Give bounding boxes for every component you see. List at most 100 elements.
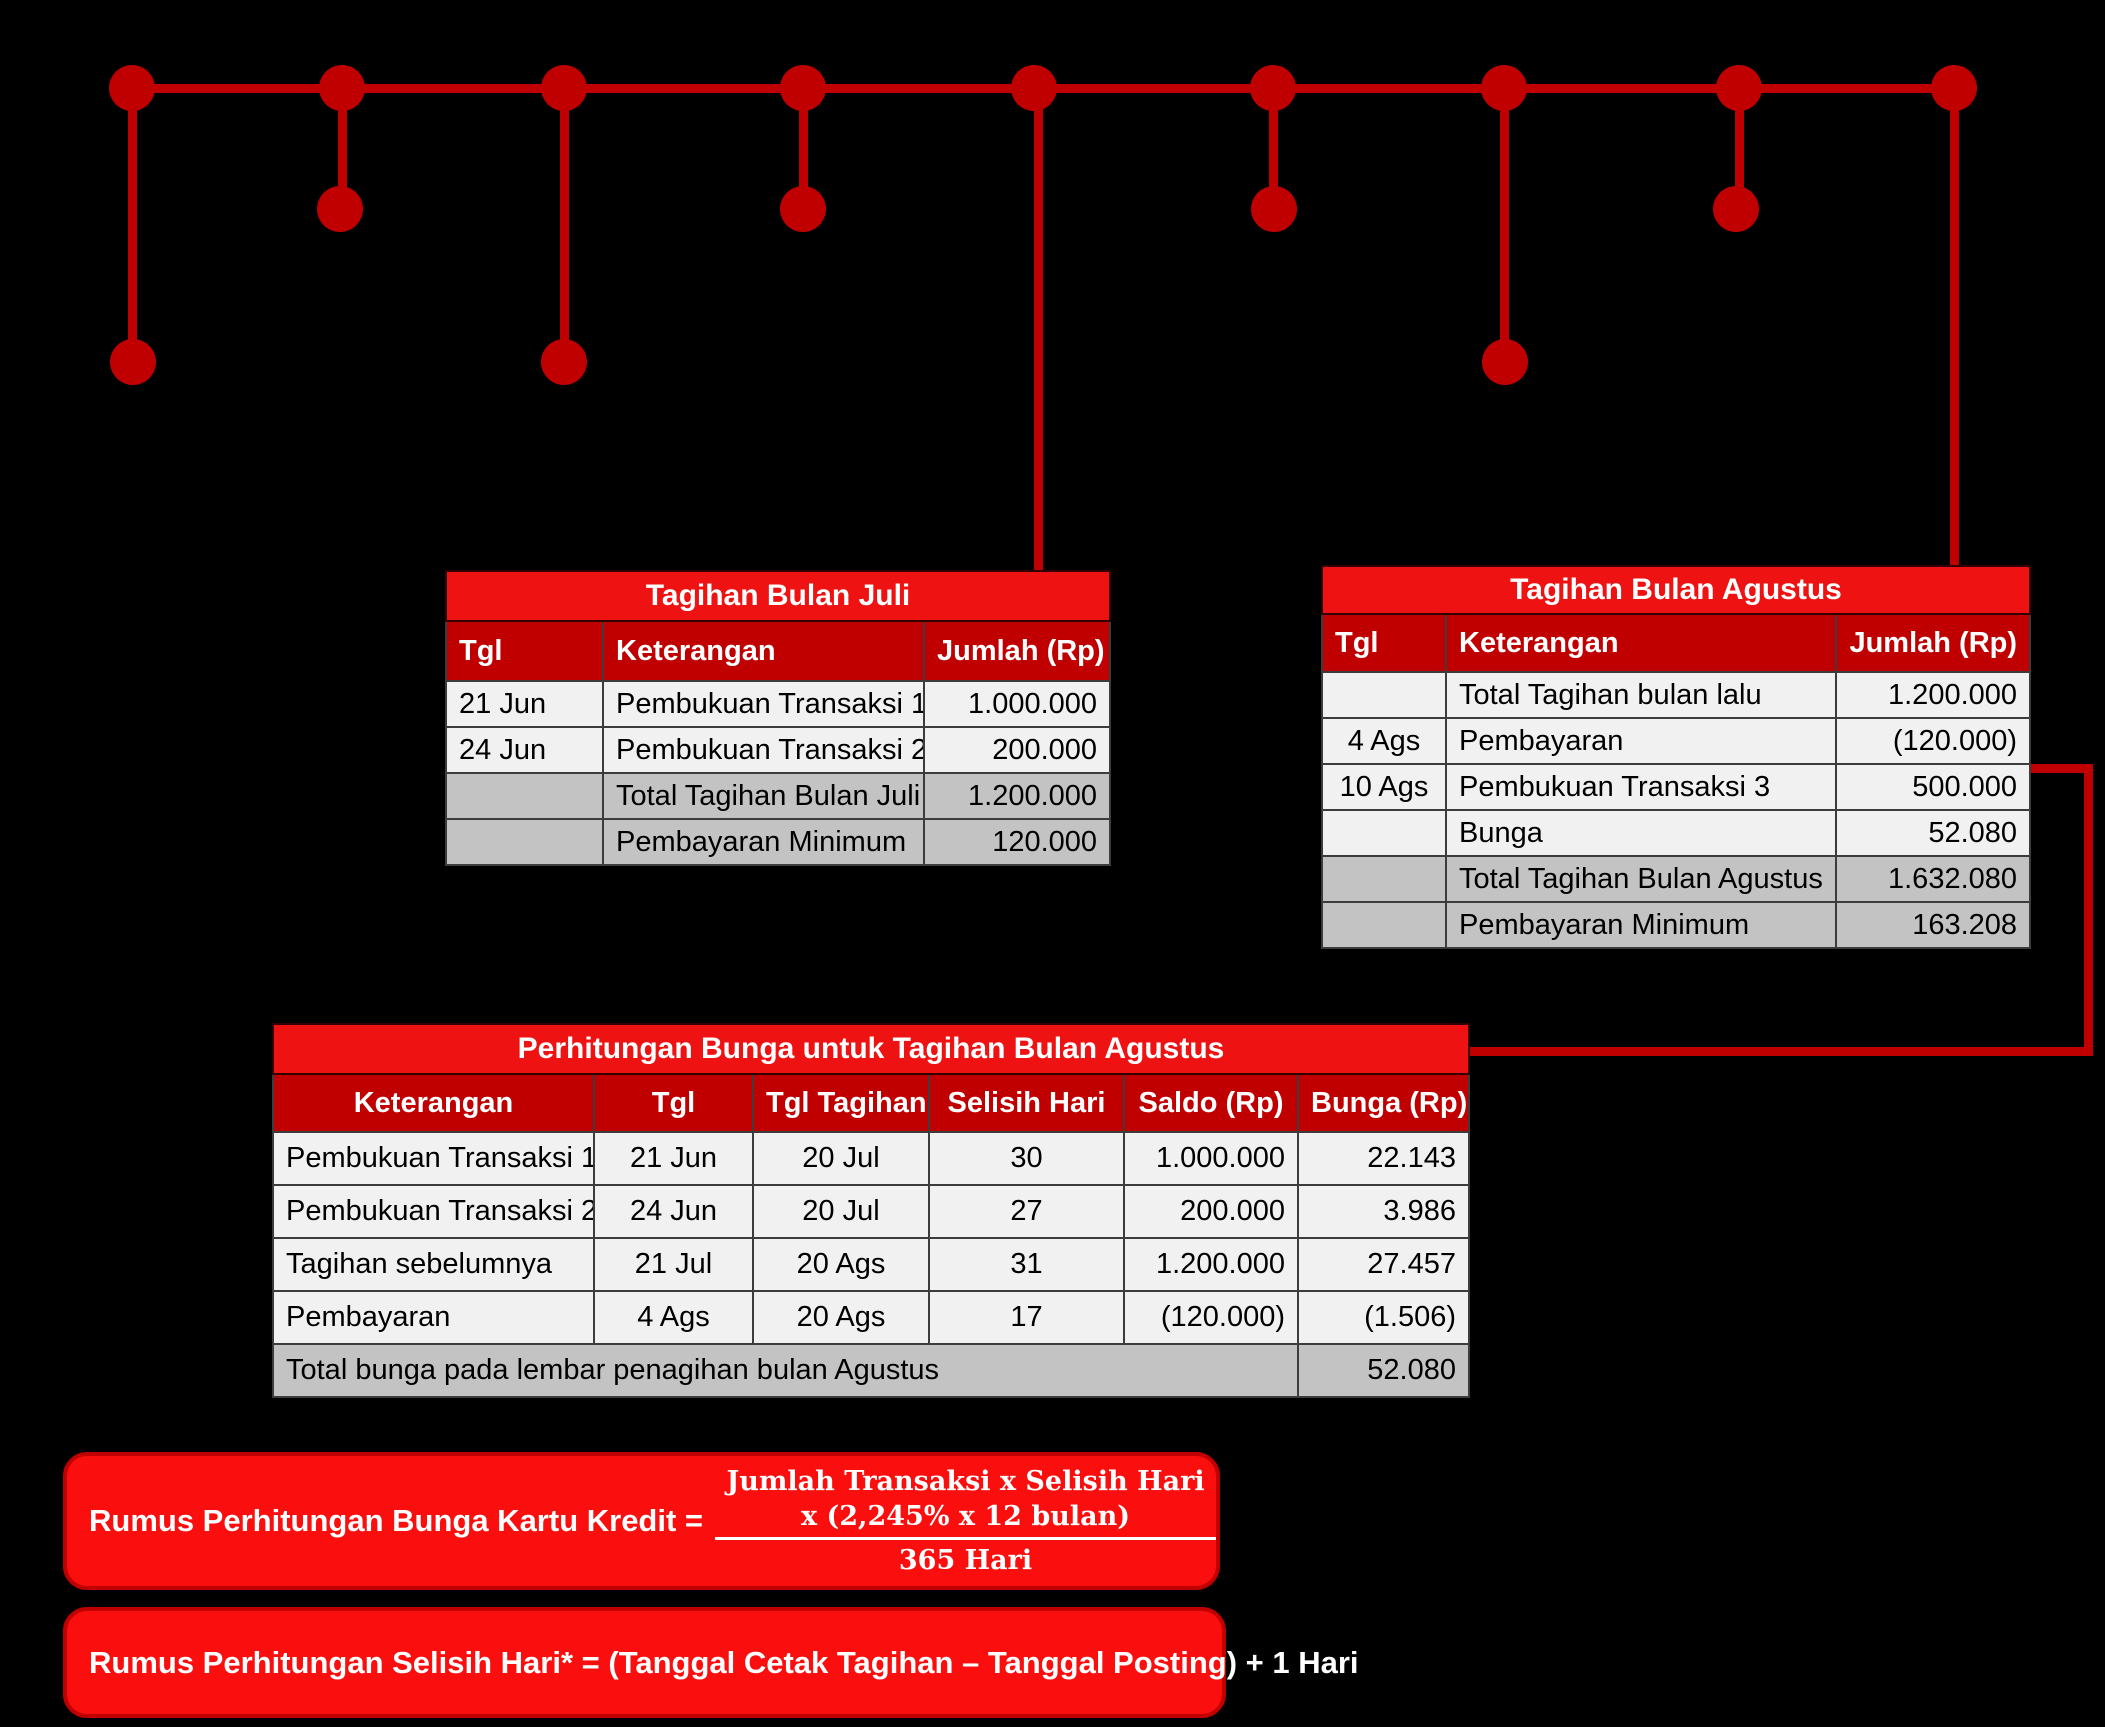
formula-box-bunga: Rumus Perhitungan Bunga Kartu Kredit = J… — [63, 1452, 1220, 1590]
connector-elbow-segment — [2084, 764, 2093, 1056]
timeline-node-dot — [541, 65, 587, 111]
table-row: Pembukuan Transaksi 2 24 Jun 20 Jul 27 2… — [272, 1184, 1470, 1239]
cell-tgl-tagihan: 20 Jul — [752, 1131, 930, 1186]
cell-bunga: 3.986 — [1297, 1184, 1470, 1239]
cell-tgl — [1321, 671, 1447, 719]
table-header-row: Tgl Keterangan Jumlah (Rp) — [445, 620, 1112, 682]
formula-box-selisih: Rumus Perhitungan Selisih Hari* = (Tangg… — [63, 1607, 1359, 1718]
timeline-stem — [338, 88, 347, 209]
table-header-row: Tgl Keterangan Jumlah (Rp) — [1321, 613, 2032, 673]
fraction-denominator: 365 Hari — [715, 1537, 1216, 1578]
cell-saldo: (120.000) — [1123, 1290, 1299, 1345]
cell-keterangan: Tagihan sebelumnya — [272, 1237, 595, 1292]
cell-jumlah: 1.200.000 — [922, 772, 1112, 820]
column-header: Tgl — [1321, 613, 1447, 673]
timeline-node-dot — [780, 65, 826, 111]
total-value: 52.080 — [1297, 1343, 1470, 1398]
cell-tgl: 4 Ags — [593, 1290, 754, 1345]
timeline-node-dot — [1481, 65, 1527, 111]
cell-tgl — [1321, 855, 1447, 903]
cell-jumlah: 1.200.000 — [1834, 671, 2032, 719]
cell-keterangan: Total Tagihan bulan lalu — [1445, 671, 1837, 719]
timeline-node-dot — [1931, 65, 1977, 111]
fraction-numerator: Jumlah Transaksi x Selisih Hari x (2,245… — [726, 1465, 1205, 1532]
cell-keterangan: Pembayaran Minimum — [1445, 901, 1837, 949]
table-row: Pembayaran 4 Ags 20 Ags 17 (120.000) (1.… — [272, 1290, 1470, 1345]
table-row: Bunga 52.080 — [1321, 809, 2032, 857]
formula-fraction: Jumlah Transaksi x Selisih Hari x (2,245… — [715, 1464, 1216, 1578]
cell-bunga: 27.457 — [1297, 1237, 1470, 1292]
cell-jumlah: 200.000 — [922, 726, 1112, 774]
formula-text: Rumus Perhitungan Selisih Hari* = (Tangg… — [89, 1644, 1359, 1680]
cell-saldo: 1.200.000 — [1123, 1237, 1299, 1292]
table-row: 4 Ags Pembayaran (120.000) — [1321, 717, 2032, 765]
table-row: Total Tagihan Bulan Juli 1.200.000 — [445, 772, 1112, 820]
cell-tgl: 24 Jun — [593, 1184, 754, 1239]
timeline-sub-dot — [780, 186, 826, 232]
cell-tgl: 10 Ags — [1321, 763, 1447, 811]
column-header: Keterangan — [602, 620, 925, 682]
cell-tgl — [1321, 809, 1447, 857]
cell-keterangan: Pembukuan Transaksi 3 — [1445, 763, 1837, 811]
column-header: Jumlah (Rp) — [1834, 613, 2032, 673]
column-header: Bunga (Rp) — [1297, 1073, 1470, 1133]
cell-jumlah: 500.000 — [1834, 763, 2032, 811]
cell-selisih-hari: 27 — [928, 1184, 1125, 1239]
cell-keterangan: Pembayaran — [272, 1290, 595, 1345]
cell-jumlah: (120.000) — [1834, 717, 2032, 765]
table-row: Total Tagihan Bulan Agustus 1.632.080 — [1321, 855, 2032, 903]
table-title: Tagihan Bulan Juli — [444, 570, 1112, 622]
table-row: Pembayaran Minimum 120.000 — [445, 818, 1112, 866]
cell-keterangan: Pembukuan Transaksi 2 — [602, 726, 925, 774]
cell-tgl: 21 Jun — [445, 680, 604, 728]
cell-selisih-hari: 17 — [928, 1290, 1125, 1345]
table-row: 21 Jun Pembukuan Transaksi 1 1.000.000 — [445, 680, 1112, 728]
cell-keterangan: Pembayaran — [1445, 717, 1837, 765]
cell-jumlah: 52.080 — [1834, 809, 2032, 857]
cell-keterangan: Total Tagihan Bulan Juli — [602, 772, 925, 820]
cell-keterangan: Pembukuan Transaksi 2 — [272, 1184, 595, 1239]
column-header: Tgl — [593, 1073, 754, 1133]
juli-table: Tagihan Bulan Juli Tgl Keterangan Jumlah… — [444, 570, 1112, 866]
cell-saldo: 1.000.000 — [1123, 1131, 1299, 1186]
cell-keterangan: Pembayaran Minimum — [602, 818, 925, 866]
table-title: Perhitungan Bunga untuk Tagihan Bulan Ag… — [272, 1023, 1470, 1075]
timeline-stem-to-juli-table — [1034, 88, 1043, 570]
cell-keterangan: Total Tagihan Bulan Agustus — [1445, 855, 1837, 903]
timeline-sub-dot — [1713, 186, 1759, 232]
cell-tgl: 21 Jun — [593, 1131, 754, 1186]
total-label: Total bunga pada lembar penagihan bulan … — [272, 1343, 1299, 1398]
timeline-stem — [1269, 88, 1278, 209]
table-row: 10 Ags Pembukuan Transaksi 3 500.000 — [1321, 763, 2032, 811]
agustus-table: Tagihan Bulan Agustus Tgl Keterangan Jum… — [1320, 565, 2032, 949]
cell-tgl: 4 Ags — [1321, 717, 1447, 765]
connector-elbow-segment — [2027, 764, 2093, 773]
cell-tgl — [1321, 901, 1447, 949]
cell-selisih-hari: 30 — [928, 1131, 1125, 1186]
timeline-sub-dot — [317, 186, 363, 232]
perhitungan-table: Perhitungan Bunga untuk Tagihan Bulan Ag… — [272, 1023, 1470, 1398]
cell-jumlah: 120.000 — [922, 818, 1112, 866]
table-row: Tagihan sebelumnya 21 Jul 20 Ags 31 1.20… — [272, 1237, 1470, 1292]
timeline-stem-to-agustus-table — [1950, 88, 1959, 565]
cell-keterangan: Pembukuan Transaksi 1 — [602, 680, 925, 728]
cell-jumlah: 1.000.000 — [922, 680, 1112, 728]
column-header: Selisih Hari — [928, 1073, 1125, 1133]
timeline-sub-dot — [1482, 339, 1528, 385]
column-header: Keterangan — [272, 1073, 595, 1133]
column-header: Tgl Tagihan — [752, 1073, 930, 1133]
cell-tgl-tagihan: 20 Ags — [752, 1237, 930, 1292]
formula-label: Rumus Perhitungan Bunga Kartu Kredit = — [89, 1503, 704, 1538]
timeline-stem — [799, 88, 808, 209]
cell-bunga: (1.506) — [1297, 1290, 1470, 1345]
timeline-node-dot — [1716, 65, 1762, 111]
cell-bunga: 22.143 — [1297, 1131, 1470, 1186]
table-row: Total Tagihan bulan lalu 1.200.000 — [1321, 671, 2032, 719]
column-header: Jumlah (Rp) — [922, 620, 1112, 682]
connector-elbow-segment — [1466, 1047, 2093, 1056]
table-row: 24 Jun Pembukuan Transaksi 2 200.000 — [445, 726, 1112, 774]
timeline-stem — [128, 88, 137, 362]
timeline-stem — [1500, 88, 1509, 362]
table-title: Tagihan Bulan Agustus — [1320, 565, 2032, 615]
